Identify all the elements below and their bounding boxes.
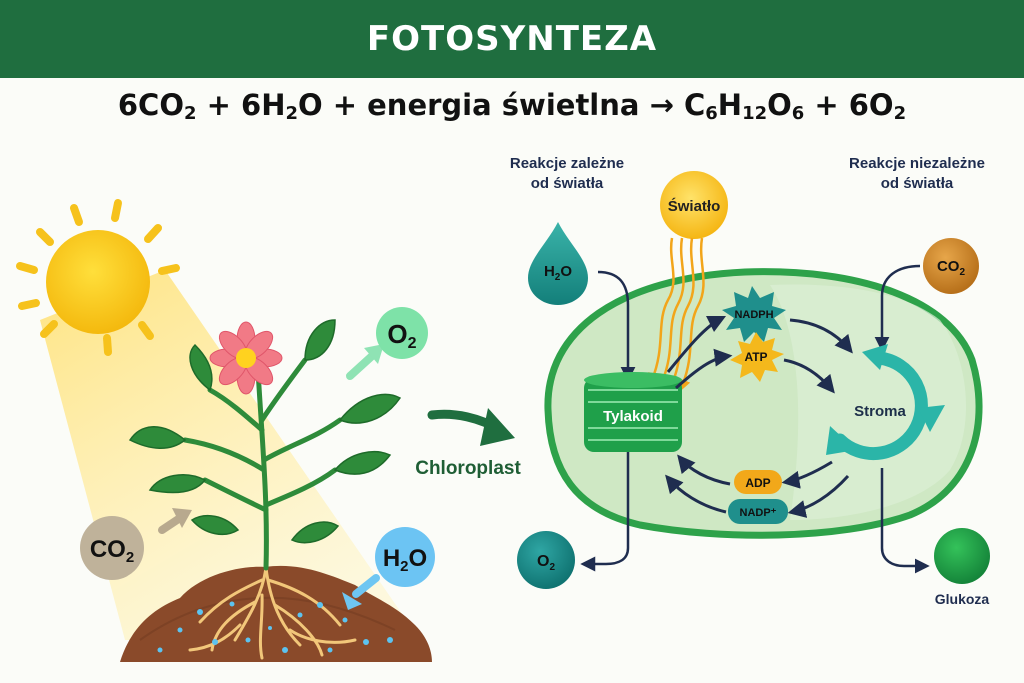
adp-label: ADP [745, 476, 770, 490]
eq-arrow: → [649, 88, 674, 122]
co2-badge: CO2 [80, 516, 144, 580]
h2o-to-thylakoid-arrow [597, 270, 636, 382]
co2-input-icon: CO2 [923, 238, 979, 294]
eq-plus-2: + [804, 88, 849, 122]
nadph-label: NADPH [734, 309, 773, 321]
atp-badge: ATP [730, 332, 784, 382]
water-droplets-soil [157, 601, 393, 653]
sun-icon [16, 199, 180, 356]
light-source-icon: Światło [660, 171, 728, 239]
eq-co2-sub: 2 [184, 102, 197, 124]
co2-badge-sub: 2 [126, 549, 134, 566]
eq-h2o-o: O [297, 88, 323, 122]
h2o-badge-label-o: O [409, 545, 428, 572]
light-independent-label-line1: Reakcje niezależne [849, 155, 985, 172]
eq-glucose-c: C [673, 88, 706, 122]
glucose-output-arrow [880, 468, 930, 574]
o2-badge-label: O [387, 319, 407, 349]
nadp-badge: NADP⁺ [728, 499, 788, 524]
o2-release-arrow [346, 344, 384, 380]
thylakoid-stack: Tylakoid [584, 372, 682, 452]
svg-text:H2O: H2O [544, 263, 572, 283]
o2-output-sub: 2 [549, 562, 555, 573]
eq-co2: 6CO [117, 88, 184, 122]
chloroplast-label: Chloroplast [415, 458, 521, 479]
eq-light-energy: + energia świetlna [322, 88, 650, 122]
light-dependent-label-line1: Reakcje zależne [510, 155, 624, 172]
glucose-icon [934, 528, 990, 584]
title-banner: FOTOSYNTEZA [0, 0, 1024, 78]
glucose-label: Glukoza [935, 591, 990, 607]
photosynthesis-equation: 6CO2 + 6H2O + energia świetlna → C6H12O6… [0, 88, 1024, 124]
roots [188, 566, 357, 660]
drop-h2o-sub: 2 [555, 272, 561, 283]
o2-output-arrow [580, 452, 630, 572]
eq-o2-sub: 2 [893, 102, 907, 124]
o2-badge-sub: 2 [408, 335, 417, 352]
svg-text:H2O: H2O [383, 545, 427, 575]
co2-badge-label: CO [90, 536, 126, 563]
flower-icon [209, 321, 283, 395]
chloroplast-body [544, 268, 983, 539]
page-title: FOTOSYNTEZA [366, 19, 658, 59]
eq-glucose-h-sub: 12 [742, 102, 768, 124]
nadp-label: NADP⁺ [740, 507, 777, 519]
thylakoid-label: Tylakoid [603, 408, 663, 425]
flow-arrows [665, 315, 853, 518]
stroma-label: Stroma [854, 403, 906, 420]
soil-mound [120, 565, 432, 662]
light-dependent-label-line2: od światła [531, 175, 604, 192]
o2-output-icon: O2 [517, 531, 575, 589]
o2-badge: O2 [376, 307, 428, 359]
eq-glucose-h: H [717, 88, 743, 122]
h2o-badge: H2O [375, 527, 435, 587]
o2-output-label: O [537, 553, 549, 570]
light-label: Światło [668, 197, 721, 215]
eq-o2: 6O [848, 88, 894, 122]
drop-h2o-o: O [560, 263, 572, 280]
h2o-badge-label: H [383, 545, 400, 572]
eq-h2o: 6H [241, 88, 286, 122]
co2-to-stroma-arrow [874, 264, 921, 352]
eq-plus: + [196, 88, 242, 122]
plant-stem [182, 357, 343, 571]
co2-input-sub: 2 [959, 267, 965, 278]
eq-h2o-sub: 2 [285, 102, 298, 124]
eq-glucose-o: O [767, 88, 792, 122]
co2-input-label: CO [937, 258, 960, 275]
adp-badge: ADP [734, 470, 782, 494]
zoom-arrow [427, 408, 515, 446]
eq-glucose-o-sub: 6 [791, 102, 805, 124]
svg-text:O2: O2 [387, 319, 416, 352]
drop-h2o-label: H [544, 263, 555, 280]
h2o-badge-sub: 2 [400, 558, 408, 575]
atp-label: ATP [744, 350, 767, 364]
svg-text:CO2: CO2 [90, 536, 134, 566]
light-independent-label-line2: od światła [881, 175, 954, 192]
stroma-cycle: Stroma [826, 344, 945, 460]
h2o-drop-icon: H2O [528, 222, 588, 305]
svg-text:O2: O2 [537, 553, 555, 573]
h2o-intake-arrow [342, 574, 380, 610]
eq-glucose-c-sub: 6 [705, 102, 718, 124]
co2-intake-arrow [158, 508, 192, 534]
nadph-badge: NADPH [722, 286, 786, 342]
leaves [128, 319, 402, 544]
svg-text:CO2: CO2 [937, 258, 966, 278]
